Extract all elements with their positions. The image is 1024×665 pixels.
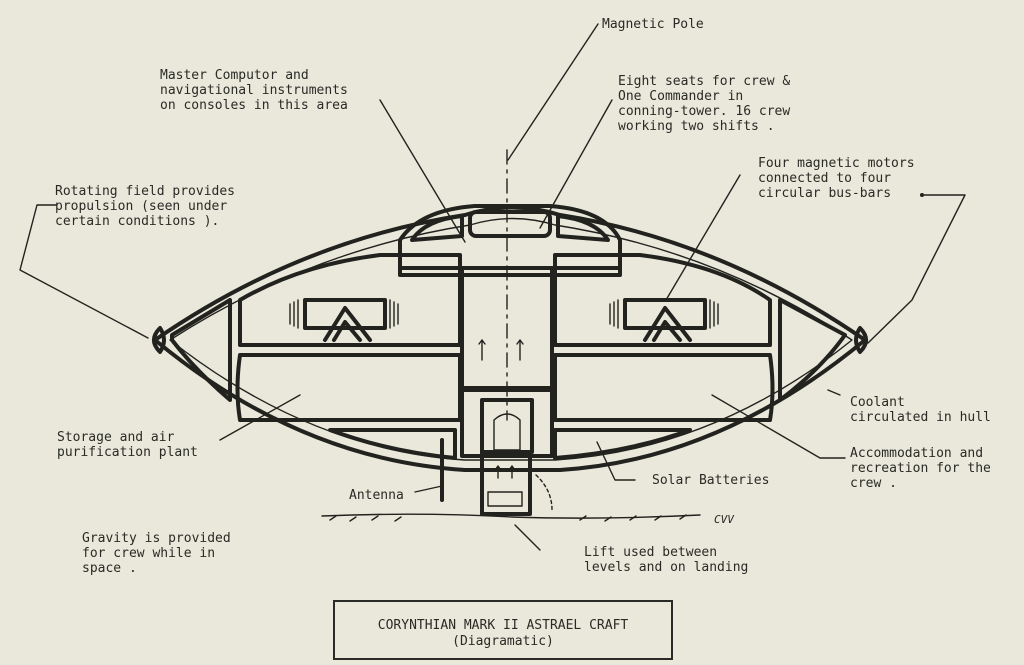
right-lower-room	[553, 353, 775, 422]
label-crew-seats: Eight seats for crew & One Commander in …	[618, 74, 791, 134]
label-rotating-field: Rotating field provides propulsion (seen…	[55, 184, 236, 229]
title-box: CORYNTHIAN MARK II ASTRAEL CRAFT (Diagra…	[333, 600, 673, 660]
tower-window-center	[468, 210, 552, 238]
leader-lines	[19, 23, 966, 551]
title-line-2: (Diagramatic)	[452, 634, 554, 649]
lift-shaft	[480, 450, 532, 516]
conning-tower	[398, 204, 622, 277]
left-bottom-room	[328, 428, 457, 460]
label-magnetic-pole: Magnetic Pole	[602, 17, 704, 32]
right-upper-room	[553, 253, 772, 347]
right-field-emitter	[854, 326, 868, 354]
left-motor	[289, 298, 399, 342]
label-accommodation: Accommodation and recreation for the cre…	[850, 446, 991, 491]
outer-hull	[153, 205, 867, 472]
title-line-1: CORYNTHIAN MARK II ASTRAEL CRAFT	[377, 618, 629, 633]
left-lower-room	[235, 353, 462, 422]
label-coolant: Coolant circulated in hull	[850, 395, 991, 425]
left-field-emitter	[152, 326, 166, 354]
right-motor	[609, 298, 719, 342]
right-tip-room	[778, 298, 847, 402]
artist-initials: CVV	[714, 513, 734, 526]
label-antenna: Antenna	[349, 488, 404, 503]
label-lift: Lift used between levels and on landing	[584, 545, 749, 575]
label-magnetic-motors: Four magnetic motors connected to four c…	[758, 156, 915, 201]
label-storage: Storage and air purification plant	[57, 430, 198, 460]
left-tip-room	[170, 298, 232, 402]
ground-line	[321, 513, 701, 519]
label-master-computer: Master Computor and navigational instrum…	[160, 68, 348, 113]
label-gravity: Gravity is provided for crew while in sp…	[82, 531, 231, 576]
label-solar-batteries: Solar Batteries	[652, 473, 770, 488]
inner-hull	[169, 217, 853, 461]
left-upper-room	[238, 253, 462, 347]
right-bottom-room	[553, 428, 692, 460]
